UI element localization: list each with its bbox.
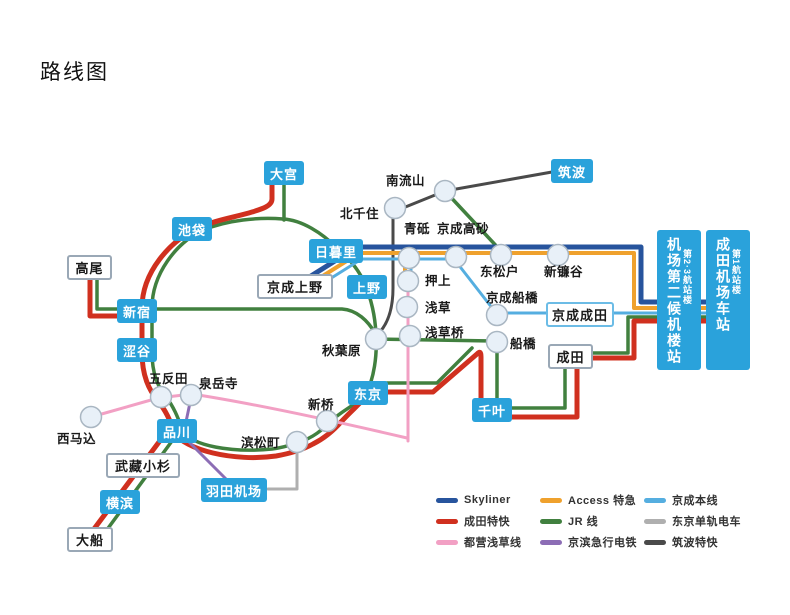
legend-label-keikyu: 京滨急行电铁 — [568, 537, 637, 549]
line-keisei-main — [333, 257, 747, 315]
station-box-ueno: 上野 — [347, 275, 387, 299]
legend-item-asakusa-line: 都营浅草线 — [436, 535, 522, 549]
legend-swatch-access-express — [540, 497, 562, 503]
station-dot-minami-nagareyama — [433, 179, 457, 203]
airport-terminal1-name: 成田机场车站 — [715, 237, 731, 333]
station-box-narita: 成田 — [548, 344, 593, 369]
station-dot-nishi-magome — [79, 405, 103, 429]
legend-label-keisei-main: 京成本线 — [672, 495, 718, 507]
legend-item-narita-express: 成田特快 — [436, 514, 510, 528]
station-box-shinagawa: 品川 — [157, 419, 197, 443]
line-jr-funabashi-chiba-narita — [495, 340, 567, 410]
airport-box-terminal2: 机场第二候机楼站 第2·3航站楼 — [657, 230, 701, 370]
legend-label-narita-express: 成田特快 — [464, 516, 510, 528]
station-box-ofuna: 大船 — [67, 527, 113, 552]
legend-label-asakusa-line: 都营浅草线 — [464, 537, 522, 549]
station-box-yokohama: 横滨 — [100, 490, 140, 514]
station-label-hamamatsucho: 滨松町 — [241, 436, 281, 450]
station-dot-kita-senju — [383, 196, 407, 220]
station-box-shinjuku: 新宿 — [117, 299, 157, 323]
legend-item-keikyu: 京滨急行电铁 — [540, 535, 637, 549]
station-box-ikebukuro: 池袋 — [172, 217, 212, 241]
station-label-shimbashi: 新桥 — [308, 398, 335, 412]
legend-swatch-skyliner — [436, 497, 458, 503]
airport-box-terminal1: 成田机场车站 第1航站楼 — [706, 230, 750, 370]
station-label-keisei-takasago: 京成高砂 — [437, 222, 490, 236]
station-box-shibuya: 涩谷 — [117, 338, 157, 362]
station-label-asakusa: 浅草 — [425, 301, 452, 315]
legend-item-tsukuba-express: 筑波特快 — [644, 535, 718, 549]
station-dot-asakusa — [395, 295, 419, 319]
airport-terminal2-sub: 第2·3航站楼 — [682, 249, 692, 306]
station-dot-keisei-funabashi — [485, 303, 509, 327]
station-box-haneda: 羽田机场 — [201, 478, 267, 502]
station-label-gotanda: 五反田 — [149, 372, 189, 386]
station-box-tsukuba: 筑波 — [551, 159, 593, 183]
airport-terminal1-sub: 第1航站楼 — [731, 249, 741, 296]
legend-label-tsukuba-express: 筑波特快 — [672, 537, 718, 549]
station-label-oshiage: 押上 — [425, 274, 452, 288]
legend-label-jr-line: JR 线 — [568, 516, 599, 528]
station-label-funabashi: 船橋 — [510, 337, 537, 351]
station-label-kita-senju: 北千住 — [340, 207, 380, 221]
station-box-keisei-narita: 京成成田 — [546, 302, 614, 327]
station-dot-hamamatsucho — [285, 430, 309, 454]
legend-swatch-keikyu — [540, 539, 562, 545]
station-dot-oshiage — [396, 269, 420, 293]
line-nex-east — [379, 349, 580, 420]
legend-swatch-keisei-main — [644, 497, 666, 503]
station-label-aoto: 青砥 — [404, 222, 431, 236]
legend-label-monorail: 东京单轨电车 — [672, 516, 741, 528]
line-jr-sobu — [374, 337, 495, 343]
station-dot-shimbashi — [315, 409, 339, 433]
station-label-nishi-magome: 西马込 — [57, 432, 97, 446]
line-tsukuba-express — [376, 170, 554, 336]
station-label-asakusabashi: 浅草桥 — [425, 326, 465, 340]
station-box-nippori: 日暮里 — [309, 239, 363, 263]
station-dot-asakusabashi — [398, 324, 422, 348]
legend-item-keisei-main: 京成本线 — [644, 493, 718, 507]
station-dot-akihabara — [364, 327, 388, 351]
station-box-omiya: 大宫 — [264, 161, 304, 185]
line-nex-west-loop — [139, 181, 372, 461]
legend-swatch-asakusa-line — [436, 539, 458, 545]
station-label-shin-kamagaya: 新镰谷 — [544, 265, 584, 279]
page-title: 路线图 — [40, 61, 109, 84]
station-box-chiba: 千叶 — [472, 398, 512, 422]
station-label-akihabara: 秋葉原 — [322, 344, 362, 358]
line-jr-musashino — [443, 189, 503, 253]
station-label-higashi-matsudo: 东松户 — [480, 265, 520, 279]
station-dot-sengakuji — [179, 383, 203, 407]
station-label-keisei-funabashi: 京成船橋 — [486, 291, 539, 305]
station-box-takao: 高尾 — [67, 255, 112, 280]
line-jr-tokyo-funabashi — [380, 346, 474, 385]
legend-item-skyliner: Skyliner — [436, 493, 511, 507]
station-box-musashi-kosugi: 武藏小杉 — [106, 453, 180, 478]
legend-item-access-express: Access 特急 — [540, 493, 636, 507]
station-dot-funabashi — [485, 330, 509, 354]
legend-label-access-express: Access 特急 — [568, 495, 637, 507]
legend-swatch-jr-line — [540, 518, 562, 524]
legend-swatch-narita-express — [436, 518, 458, 524]
station-dot-shin-kamagaya — [546, 243, 570, 267]
station-dot-keisei-takasago — [444, 245, 468, 269]
station-dot-aoto — [397, 246, 421, 270]
legend-swatch-monorail — [644, 518, 666, 524]
airport-terminal2-name: 机场第二候机楼站 — [666, 237, 682, 365]
legend-item-jr-line: JR 线 — [540, 514, 598, 528]
legend-label-skyliner: Skyliner — [464, 494, 511, 506]
station-box-keisei-ueno: 京成上野 — [257, 274, 333, 299]
station-dot-gotanda — [149, 385, 173, 409]
station-box-tokyo: 东京 — [348, 381, 388, 405]
legend-item-monorail: 东京单轨电车 — [644, 514, 741, 528]
legend-swatch-tsukuba-express — [644, 539, 666, 545]
line-monorail — [266, 444, 299, 491]
station-dot-higashi-matsudo — [489, 243, 513, 267]
station-label-sengakuji: 泉岳寺 — [199, 377, 239, 391]
station-label-minami-nagareyama: 南流山 — [386, 174, 426, 188]
